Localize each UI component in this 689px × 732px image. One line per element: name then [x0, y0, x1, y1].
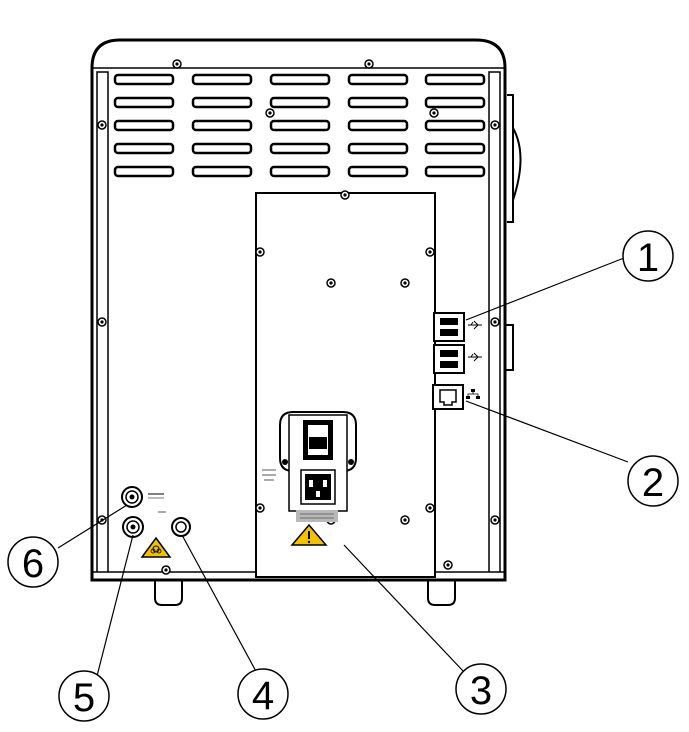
screw-head	[367, 62, 371, 66]
power-rating-label	[296, 510, 338, 522]
screw-head	[428, 250, 432, 254]
service-access-panel	[255, 192, 436, 578]
screw-head	[175, 62, 179, 66]
vent-slot	[191, 73, 253, 86]
callout-4: 4	[237, 668, 289, 720]
callout-3: 3	[455, 663, 507, 715]
screw-head	[329, 281, 333, 285]
screw-head	[493, 320, 497, 324]
callout-2: 2	[627, 455, 679, 507]
vent-slot	[113, 96, 175, 109]
screw-head	[493, 518, 497, 522]
callout-4-number: 4	[252, 674, 274, 718]
vent-slot	[113, 165, 175, 178]
usb-ports	[433, 312, 465, 374]
screw-head	[100, 123, 104, 127]
vent-slot	[191, 119, 253, 132]
vent-slot	[191, 142, 253, 155]
waste-outlet-connector	[122, 516, 144, 538]
vent-slot	[269, 73, 331, 86]
callout-1: 1	[622, 230, 674, 282]
vent-slot	[113, 73, 175, 86]
screws	[97, 59, 500, 575]
ethernet-port	[432, 384, 464, 410]
callout-1-number: 1	[637, 236, 659, 280]
vent-slot	[347, 165, 409, 178]
instrument-feet	[154, 580, 456, 606]
vent-slot	[424, 96, 486, 109]
ventilation-grille	[113, 73, 486, 178]
screw-head	[164, 568, 168, 572]
screw-head	[403, 281, 407, 285]
port-6-connector	[121, 486, 143, 508]
vent-slot	[347, 96, 409, 109]
vent-slot	[191, 165, 253, 178]
usb-icon	[468, 320, 482, 362]
vent-slot	[269, 119, 331, 132]
vent-slot	[347, 119, 409, 132]
vent-slot	[269, 165, 331, 178]
fuse-label-text	[262, 469, 276, 481]
vent-slot	[424, 73, 486, 86]
callout-2-number: 2	[642, 461, 664, 505]
right-side-handle	[505, 94, 522, 371]
network-icon	[466, 389, 480, 399]
callout-6-number: 6	[22, 542, 44, 586]
vent-slot	[113, 142, 175, 155]
vent-slot	[424, 142, 486, 155]
callout-5: 5	[58, 670, 110, 722]
diluent-inlet-connector	[171, 517, 191, 537]
vent-slot	[347, 142, 409, 155]
vent-slot	[269, 142, 331, 155]
power-inlet-module	[279, 411, 357, 512]
screw-head	[403, 518, 407, 522]
screw-head	[268, 111, 272, 115]
callout-6: 6	[7, 536, 59, 588]
screw-head	[432, 111, 436, 115]
screw-head	[258, 506, 262, 510]
vent-slot	[424, 165, 486, 178]
callout-leader-lines	[57, 257, 629, 677]
vent-slot	[113, 119, 175, 132]
screw-head	[258, 250, 262, 254]
vent-slot	[191, 96, 253, 109]
screw-head	[493, 123, 497, 127]
screw-head	[100, 320, 104, 324]
vent-slot	[424, 119, 486, 132]
callout-5-number: 5	[73, 676, 95, 720]
vent-slot	[269, 96, 331, 109]
screw-head	[428, 506, 432, 510]
screw-head	[343, 193, 347, 197]
screw-head	[446, 563, 450, 567]
callout-3-number: 3	[470, 669, 492, 713]
biohazard-warning-icon	[140, 536, 172, 558]
electrical-warning-icon	[290, 523, 328, 546]
port-6-label-text	[148, 493, 164, 499]
vent-slot	[347, 73, 409, 86]
